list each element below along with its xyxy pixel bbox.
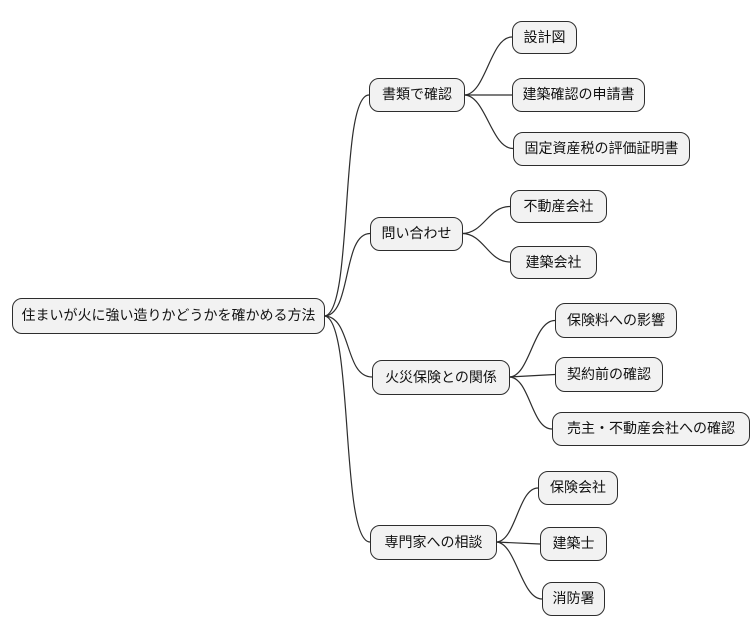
node-branch-documents: 書類で確認 — [369, 78, 465, 112]
node-branch-inquiry: 問い合わせ — [370, 217, 463, 251]
connector-documents-blueprint — [463, 36, 513, 96]
connector-inquiry-realestate — [461, 205, 511, 235]
node-branch-experts: 専門家への相談 — [370, 525, 497, 560]
node-leaf-architect: 建築士 — [540, 527, 607, 561]
node-leaf-building-application: 建築確認の申請書 — [512, 78, 645, 112]
connector-insurance-premium — [508, 319, 556, 378]
node-root: 住まいが火に強い造りかどうかを確かめる方法 — [12, 298, 325, 334]
connector-documents-taxcert — [463, 94, 514, 150]
connector-root-insurance — [323, 315, 373, 378]
node-leaf-blueprint: 設計図 — [512, 21, 577, 54]
node-leaf-seller-check: 売主・不動産会社への確認 — [552, 412, 750, 446]
connector-insurance-precontract — [508, 373, 556, 378]
node-leaf-premium-impact: 保険料への影響 — [555, 303, 677, 338]
connector-inquiry-builder — [461, 232, 511, 263]
connector-insurance-seller — [508, 376, 553, 430]
node-leaf-fire-station: 消防署 — [542, 582, 605, 616]
node-leaf-insurance-company: 保険会社 — [538, 471, 618, 505]
node-branch-fire-insurance: 火災保険との関係 — [372, 360, 510, 395]
connector-root-documents — [323, 94, 370, 317]
connector-experts-architect — [495, 541, 541, 545]
connector-root-inquiry — [323, 232, 371, 317]
node-leaf-construction-company: 建築会社 — [510, 246, 597, 279]
connector-root-experts — [323, 315, 371, 543]
node-leaf-realestate-company: 不動産会社 — [510, 190, 607, 223]
node-leaf-precontract-check: 契約前の確認 — [555, 357, 663, 392]
connector-experts-firestation — [495, 541, 543, 600]
node-leaf-tax-certificate: 固定資産税の評価証明書 — [513, 132, 690, 166]
connector-experts-insurer — [495, 487, 539, 543]
